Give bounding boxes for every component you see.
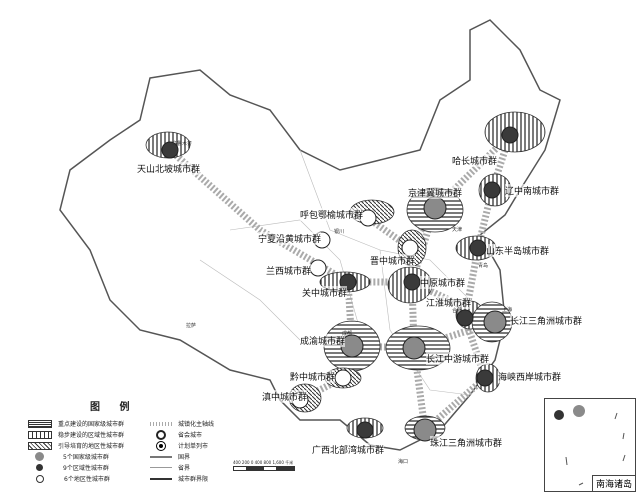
cluster-dot-regional <box>501 126 519 144</box>
cluster-dot-regional <box>456 309 474 327</box>
legend-item: 稳步建设的区域性城市群 <box>58 432 125 439</box>
south-china-sea-inset: 南海诸岛 <box>544 398 636 492</box>
cluster-dot-regional <box>403 273 421 291</box>
legend-title: 图 例 <box>90 402 138 413</box>
label-jianghuai: 江淮城市群 <box>426 296 472 309</box>
legend-item: 省会城市 <box>178 432 203 439</box>
planned-city-icon <box>156 440 166 451</box>
legend-item: 城镇化主轴线 <box>178 421 215 428</box>
cluster-dot-regional <box>476 369 494 387</box>
capital-city-icon <box>156 429 166 440</box>
city-hefei: 合肥 <box>452 308 463 314</box>
cluster-dot-regional <box>161 141 179 159</box>
legend-item: 计划单列市 <box>178 443 209 450</box>
label-lanxi: 兰西城市群 <box>266 264 312 277</box>
label-haixia: 海峡西岸城市群 <box>498 370 562 383</box>
scale-label: 400 200 0 400 800 1,600 千米 <box>233 460 294 465</box>
cluster-dot-local <box>309 259 327 277</box>
inset-title: 南海诸岛 <box>591 475 635 491</box>
scale-bar-graphic <box>233 466 295 471</box>
city-tianjin: 天津 <box>452 227 463 233</box>
label-qianzhong: 黔中城市群 <box>290 370 336 383</box>
label-jingjinji: 京津冀城市群 <box>408 186 463 199</box>
legend-item: 5个国家级城市群 <box>63 454 109 461</box>
city-haikou: 海口 <box>398 459 409 465</box>
legend-item: 省界 <box>178 465 191 472</box>
label-jinzhong: 晋中城市群 <box>370 254 416 267</box>
label-hubaoeyu: 呼包鄂榆城市群 <box>300 208 364 221</box>
cluster-dot-regional <box>483 181 501 199</box>
label-pearl-delta: 珠江三角洲城市群 <box>430 436 503 449</box>
cluster-dot-national <box>483 310 507 334</box>
cluster-dot-regional <box>356 421 374 439</box>
label-tianshan: 天山北坡城市群 <box>137 162 201 175</box>
legend-item: 6个地区性城市群 <box>64 476 110 483</box>
label-beibuwan: 广西北部湾城市群 <box>312 443 385 456</box>
label-yangtze-delta: 长江三角洲城市群 <box>510 314 583 327</box>
legend: 图 例 重点建设的国家级城市群 稳步建设的区域性城市群 引导培育的地区性城市群 … <box>28 398 318 483</box>
regional-dot-icon <box>36 464 43 471</box>
city-chengdu: 成都 <box>342 331 353 337</box>
city-qingdao: 青岛 <box>478 263 489 269</box>
label-dianzhong: 滇中城市群 <box>262 390 308 403</box>
cluster-dot-local <box>334 369 352 387</box>
label-ningxia: 宁夏沿黄城市群 <box>258 232 322 245</box>
label-yangtze-middle: 长江中游城市群 <box>426 352 490 365</box>
city-shanghai: 上海 <box>502 307 513 313</box>
legend-item: 引导培育的地区性城市群 <box>58 443 125 450</box>
label-shandong: 山东半岛城市群 <box>486 244 550 257</box>
legend-item: 城市群界限 <box>178 476 209 483</box>
city-lhasa: 拉萨 <box>186 323 197 329</box>
city-yinchuan: 银川 <box>334 229 345 235</box>
city-urumqi: 乌鲁木齐 <box>172 141 193 147</box>
national-pattern-icon <box>28 419 52 428</box>
legend-item: 重点建设的国家级城市群 <box>58 421 125 428</box>
legend-item: 国界 <box>178 454 191 461</box>
scale-bar: 400 200 0 400 800 1,600 千米 <box>233 460 295 471</box>
local-dot-icon <box>36 474 44 483</box>
cluster-dot-regional <box>469 239 487 257</box>
province-border-icon <box>150 467 172 468</box>
label-guanzhong: 关中城市群 <box>302 286 348 299</box>
cluster-dot-national <box>413 418 437 442</box>
label-chengyu: 成渝城市群 <box>300 334 346 347</box>
national-dot-icon <box>35 452 44 461</box>
cluster-dot-national <box>402 336 426 360</box>
local-pattern-icon <box>28 441 52 450</box>
axis-line-icon <box>150 421 172 426</box>
cluster-centers <box>161 126 519 442</box>
national-border-icon <box>150 455 172 458</box>
regional-pattern-icon <box>28 430 52 439</box>
cluster-border-icon <box>150 477 172 480</box>
legend-item: 9个区域性城市群 <box>63 465 109 472</box>
label-liaozhongnan: 辽中南城市群 <box>505 184 560 197</box>
label-zhongyuan: 中原城市群 <box>420 276 466 289</box>
label-hachang: 哈长城市群 <box>452 154 498 167</box>
inset-map <box>554 405 626 486</box>
cluster-dot-national <box>423 196 447 220</box>
